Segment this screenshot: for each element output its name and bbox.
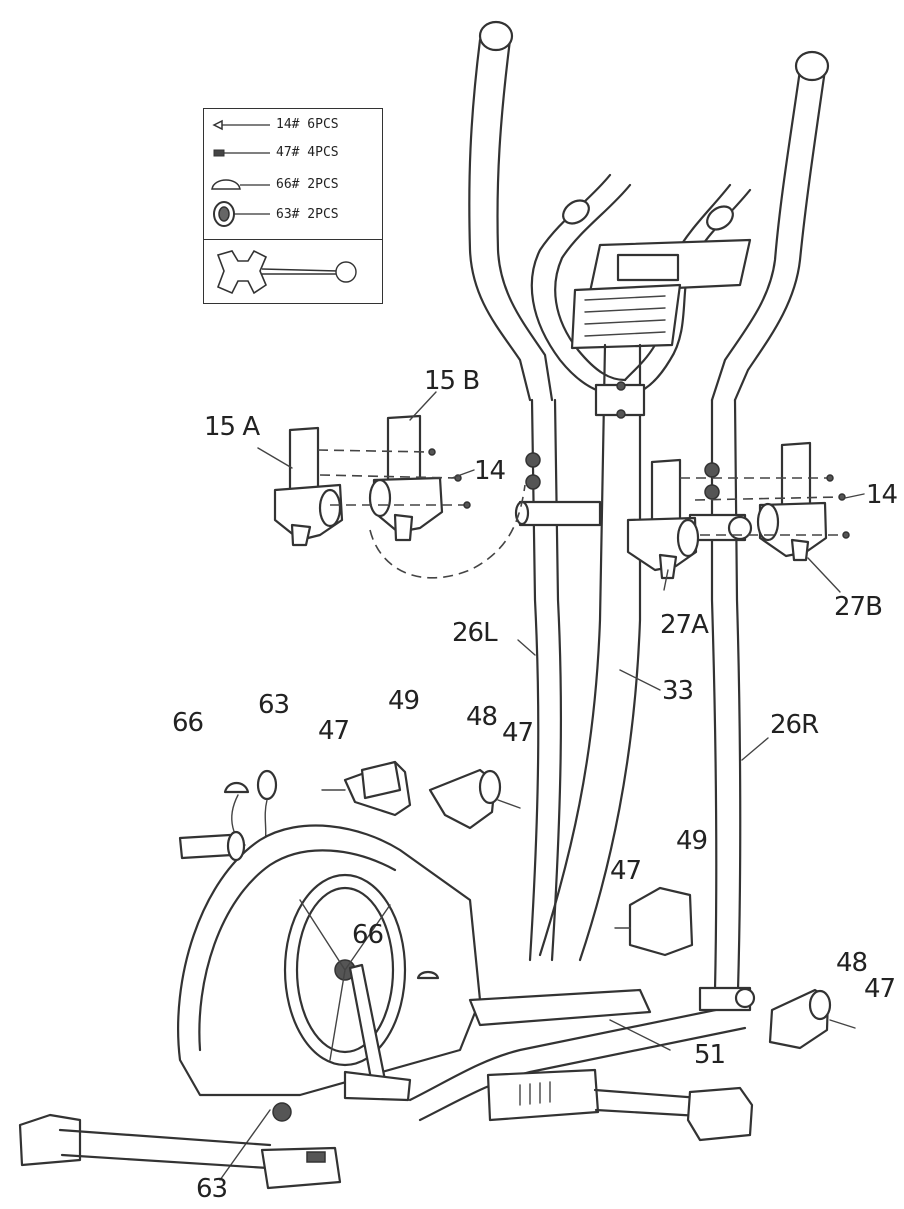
callout-14-right: 14 <box>866 480 898 510</box>
callout-47-a: 47 <box>318 716 350 746</box>
flywheel-housing <box>177 824 482 1097</box>
callout-26r: 26R <box>770 710 819 740</box>
bolt-icon <box>212 119 270 131</box>
pedal-parts-lower <box>614 886 856 1050</box>
legend-row-63: 63# 2PCS <box>204 201 382 229</box>
bracket-15a <box>273 426 344 547</box>
bracket-27b <box>756 441 828 562</box>
callout-27a: 27A <box>660 610 709 640</box>
legend-row-66: 66# 2PCS <box>204 171 382 199</box>
rail-51 <box>408 986 756 1122</box>
callout-14-left: 14 <box>474 456 506 486</box>
callout-47-b: 47 <box>502 718 534 748</box>
callout-15a: 15 A <box>204 412 260 442</box>
legend-text-63: 63# 2PCS <box>276 207 339 222</box>
washer-icon <box>213 201 270 227</box>
fixed-handlebars <box>530 173 752 397</box>
console <box>570 238 752 350</box>
hardware-legend: 14# 6PCS 47# 4PCS 66# 2PCS 63# 2PCS <box>203 108 383 304</box>
callout-48-a: 48 <box>466 702 498 732</box>
callout-49-b: 49 <box>676 826 708 856</box>
legend-divider <box>204 239 382 240</box>
callout-63-top: 63 <box>258 690 290 720</box>
right-handlebar <box>710 50 830 402</box>
legend-text-14: 14# 6PCS <box>276 117 339 132</box>
callout-51: 51 <box>694 1040 726 1070</box>
right-lower-arm <box>688 398 753 992</box>
screw-icon <box>213 149 270 157</box>
main-mast <box>538 343 646 962</box>
callout-47-d: 47 <box>864 974 896 1004</box>
legend-row-47: 47# 4PCS <box>204 139 382 167</box>
callout-27b: 27B <box>834 592 883 622</box>
legend-row-14: 14# 6PCS <box>204 111 382 139</box>
callout-49-a: 49 <box>388 686 420 716</box>
legend-text-47: 47# 4PCS <box>276 145 339 160</box>
callout-66-mid: 66 <box>352 920 384 950</box>
callout-47-c: 47 <box>610 856 642 886</box>
bracket-15b <box>368 414 444 542</box>
bracket-27a <box>626 458 700 580</box>
left-lower-arm <box>514 398 602 962</box>
callout-15b: 15 B <box>424 366 480 396</box>
pedal-parts-upper <box>321 760 521 830</box>
cap-icon <box>211 179 270 190</box>
callout-63-bottom: 63 <box>196 1174 228 1204</box>
callout-33: 33 <box>662 676 694 706</box>
callout-26l: 26L <box>452 618 498 648</box>
wrench-icon <box>216 249 357 295</box>
left-handlebar <box>468 20 554 402</box>
legend-text-66: 66# 2PCS <box>276 177 339 192</box>
callout-48-b: 48 <box>836 948 868 978</box>
stabilizer-base <box>18 1068 754 1190</box>
callout-66-top: 66 <box>172 708 204 738</box>
